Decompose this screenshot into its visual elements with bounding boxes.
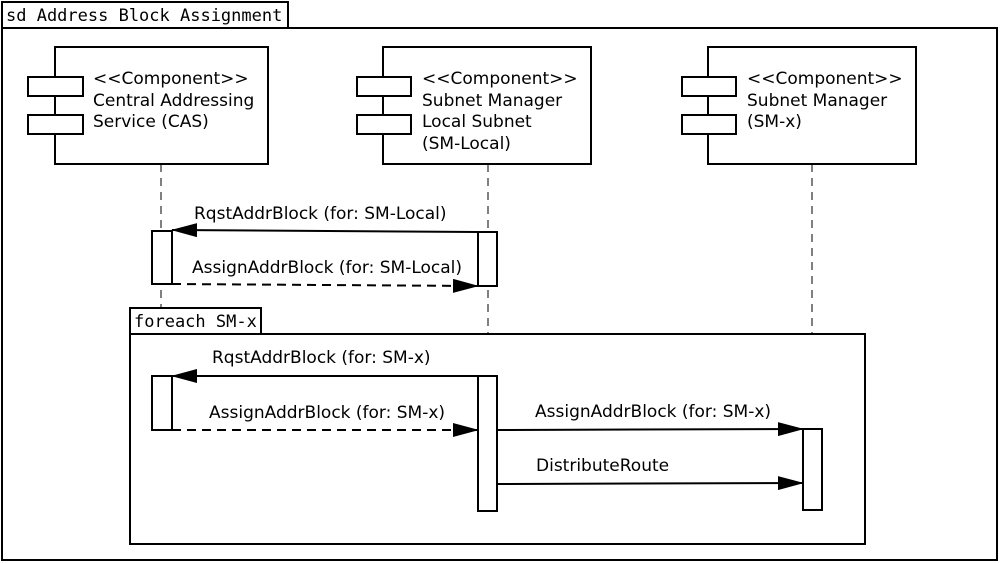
activation-cas-1 (151, 230, 173, 285)
message-arrow (496, 476, 804, 491)
activation-sm-local-1 (477, 231, 498, 287)
component-icon-port-bottom (681, 114, 737, 135)
component-box (382, 46, 592, 165)
component-name-line: Subnet Manager (747, 91, 887, 111)
activation-sm-x (802, 428, 823, 511)
message-arrow (171, 223, 479, 238)
message-label: DistributeRoute (536, 456, 669, 476)
message-label: AssignAddrBlock (for: SM-Local) (192, 258, 462, 278)
loop-fragment-label-box (129, 307, 262, 335)
component-sm-x: <<Component>> Subnet Manager (SM-x) (681, 46, 917, 165)
message-arrow (496, 422, 804, 437)
component-name-line: Subnet Manager (422, 91, 562, 111)
component-name-line: Service (CAS) (93, 112, 209, 132)
component-box (707, 46, 917, 165)
component-cas: <<Component>> Central Addressing Service… (27, 46, 269, 165)
component-name-line: (SM-Local) (422, 134, 511, 154)
frame-label: sd Address Block Assignment (6, 6, 282, 26)
component-name-line: Central Addressing (93, 91, 254, 111)
component-stereotype: <<Component>> (747, 69, 903, 89)
activation-cas-2 (151, 375, 173, 431)
component-icon-port-top (356, 76, 412, 97)
frame-label-box (1, 1, 289, 29)
message-label: RqstAddrBlock (for: SM-Local) (194, 204, 447, 224)
message-label: AssignAddrBlock (for: SM-x) (535, 402, 771, 422)
component-sm-local: <<Component>> Subnet Manager Local Subne… (356, 46, 592, 165)
return-arrow (171, 278, 479, 293)
message-label: RqstAddrBlock (for: SM-x) (212, 348, 431, 368)
component-icon-port-top (681, 76, 737, 97)
component-name-line: (SM-x) (747, 112, 802, 132)
component-icon-port-bottom (27, 114, 84, 135)
loop-fragment-label: foreach SM-x (134, 312, 257, 332)
component-name-line: Local Subnet (422, 112, 532, 132)
activation-sm-local-2 (477, 375, 498, 512)
component-icon-port-top (27, 76, 84, 97)
component-icon-port-bottom (356, 114, 412, 135)
component-box (54, 46, 269, 165)
component-stereotype: <<Component>> (93, 69, 249, 89)
component-stereotype: <<Component>> (422, 69, 578, 89)
message-label: AssignAddrBlock (for: SM-x) (209, 403, 445, 423)
